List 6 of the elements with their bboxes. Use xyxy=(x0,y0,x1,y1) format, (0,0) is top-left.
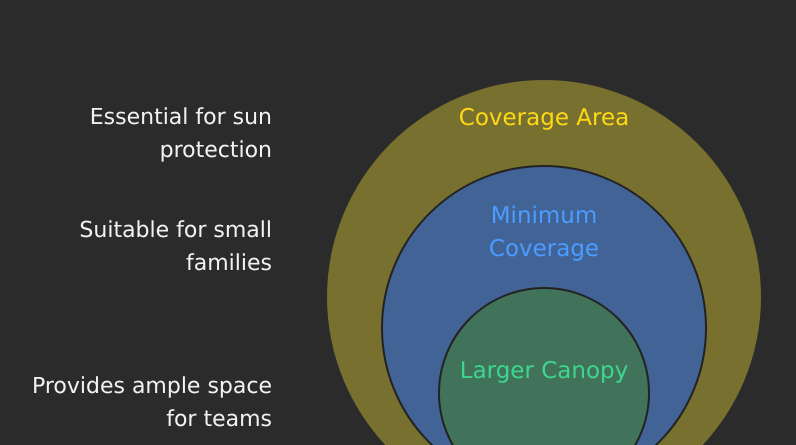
circle-label: Larger Canopy xyxy=(460,357,628,386)
circle-label: Minimum Coverage xyxy=(488,202,600,264)
description-text: Provides ample space for teams xyxy=(30,373,272,434)
circle-label: Coverage Area xyxy=(458,104,630,133)
description-text: Essential for sun protection xyxy=(88,104,272,165)
description-text: Suitable for small families xyxy=(78,217,272,278)
